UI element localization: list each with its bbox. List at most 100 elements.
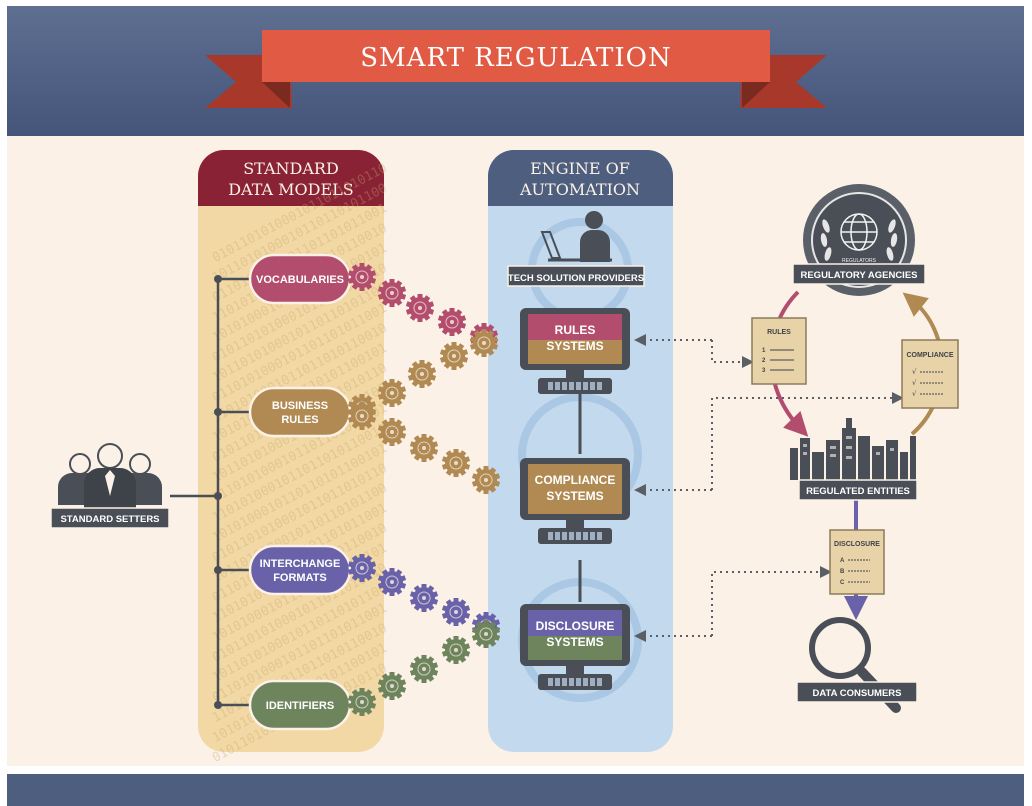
regulatory-agencies: REGULATORS REGULATORY AGENCIES bbox=[792, 184, 926, 296]
gear-icon bbox=[471, 620, 501, 648]
disclosure-document: DISCLOSURE A B C bbox=[829, 529, 885, 595]
regulated-entities: REGULATED ENTITIES bbox=[790, 418, 918, 501]
system-monitor-2: COMPLIANCE SYSTEMS bbox=[520, 458, 630, 544]
compliance-document-title: COMPLIANCE bbox=[906, 352, 953, 359]
seal-caption: REGULATORS bbox=[842, 258, 877, 264]
data-model-pill-2: BUSINESS RULES bbox=[248, 386, 352, 438]
data-model-pill-4: IDENTIFIERS bbox=[248, 679, 352, 731]
engine-header bbox=[488, 150, 673, 206]
standard-setters: STANDARD SETTERS bbox=[50, 443, 170, 529]
data-consumers-label: DATA CONSUMERS bbox=[812, 688, 901, 699]
city-skyline-icon bbox=[790, 418, 916, 480]
system-label: DISCLOSURE bbox=[536, 619, 615, 633]
regulated-entities-label: REGULATED ENTITIES bbox=[806, 486, 910, 497]
system-label: COMPLIANCE bbox=[535, 473, 616, 487]
rules-document-title: RULES bbox=[767, 329, 791, 336]
compliance-document: COMPLIANCE √ √ √ bbox=[901, 339, 959, 409]
regulatory-agencies-label: REGULATORY AGENCIES bbox=[800, 270, 917, 281]
gear-icon bbox=[347, 688, 377, 716]
tech-solution-provider-figure: TECH SOLUTION PROVIDERS bbox=[507, 211, 645, 287]
gear-icon bbox=[469, 329, 499, 357]
rules-document: RULES 1 2 3 bbox=[751, 317, 807, 385]
system-label: SYSTEMS bbox=[546, 489, 603, 503]
system-monitor-1: RULES SYSTEMS bbox=[520, 308, 630, 394]
systems-monitors: RULES SYSTEMS COMPLIANCE SYSTEMS DISCLOSURE S… bbox=[520, 308, 630, 690]
gear-chain-5 bbox=[347, 620, 501, 716]
people-group-icon bbox=[58, 443, 162, 508]
rules-document-item-2: 2 bbox=[762, 358, 766, 364]
gear-icon bbox=[441, 636, 471, 664]
regulatory-agencies-label-box bbox=[792, 263, 926, 285]
compliance-document-sheet bbox=[901, 339, 959, 409]
gear-icon bbox=[409, 655, 439, 683]
standard-setters-label-box bbox=[50, 507, 170, 529]
ribbon-band bbox=[262, 30, 770, 82]
pill-shape bbox=[248, 386, 352, 438]
gear-icon bbox=[407, 360, 437, 388]
data-model-label: BUSINESS bbox=[272, 400, 328, 412]
system-label: SYSTEMS bbox=[546, 339, 603, 353]
system-monitor-3: DISCLOSURE SYSTEMS bbox=[520, 604, 630, 690]
data-consumers: DATA CONSUMERS bbox=[796, 617, 918, 713]
data-consumers-label-box bbox=[796, 681, 918, 703]
data-model-label: RULES bbox=[281, 414, 318, 426]
person-at-laptop-icon bbox=[540, 211, 612, 262]
regulated-entities-label-box bbox=[798, 479, 918, 501]
data-model-label: VOCABULARIES bbox=[256, 274, 344, 286]
pill-shape bbox=[248, 544, 352, 596]
standard-setters-tree bbox=[170, 275, 250, 709]
tech-solution-providers-label-box bbox=[507, 265, 645, 287]
gear-icon bbox=[439, 342, 469, 370]
gear-icon bbox=[377, 279, 407, 307]
disclosure-document-item-c: C bbox=[840, 580, 845, 586]
monitor-stand bbox=[566, 370, 584, 378]
data-model-pill-1: VOCABULARIES bbox=[248, 253, 352, 305]
data-model-label: IDENTIFIERS bbox=[266, 700, 334, 712]
monitor-stand bbox=[566, 666, 584, 674]
rules-document-item-1: 1 bbox=[762, 348, 766, 354]
gear-icon bbox=[437, 308, 467, 336]
gear-icon bbox=[377, 418, 407, 446]
gear-icon bbox=[347, 402, 377, 430]
data-model-label: INTERCHANGE bbox=[260, 558, 341, 570]
gear-icon bbox=[409, 434, 439, 462]
monitor-stand bbox=[566, 520, 584, 528]
standard-setters-label: STANDARD SETTERS bbox=[60, 514, 159, 525]
gear-icon bbox=[377, 379, 407, 407]
data-models-title-line-2: DATA MODELS bbox=[228, 180, 354, 199]
compliance-document-check-3: √ bbox=[912, 390, 917, 398]
tech-solution-providers-label: TECH SOLUTION PROVIDERS bbox=[508, 273, 644, 284]
gear-icon bbox=[471, 466, 501, 494]
data-models-title-line-1: STANDARD bbox=[243, 159, 339, 178]
disclosure-document-item-b: B bbox=[840, 569, 845, 575]
engine-of-automation-column: ENGINE OF AUTOMATION bbox=[488, 150, 673, 752]
gear-icon bbox=[377, 672, 407, 700]
gear-icon bbox=[405, 294, 435, 322]
gear-icon bbox=[347, 263, 377, 291]
system-label: RULES bbox=[555, 323, 596, 337]
disclosure-document-item-a: A bbox=[840, 558, 845, 564]
engine-title-line-2: AUTOMATION bbox=[519, 180, 640, 199]
disclosure-document-title: DISCLOSURE bbox=[834, 541, 880, 548]
gear-chain-3 bbox=[347, 402, 501, 494]
gear-icon bbox=[441, 449, 471, 477]
system-label: SYSTEMS bbox=[546, 635, 603, 649]
rules-document-item-3: 3 bbox=[762, 368, 766, 374]
compliance-document-check-2: √ bbox=[912, 379, 917, 387]
gear-icon bbox=[441, 598, 471, 626]
gear-icon bbox=[409, 584, 439, 612]
disclosure-document-sheet bbox=[829, 529, 885, 595]
data-models-header bbox=[198, 150, 384, 206]
laurel-icon bbox=[820, 219, 898, 261]
title-ribbon: SMART REGULATION bbox=[205, 30, 827, 108]
gear-chains bbox=[347, 263, 501, 716]
standard-data-models-column: STANDARD DATA MODELS 0101101010001011011… bbox=[198, 150, 390, 766]
gear-icon bbox=[377, 568, 407, 596]
rules-document-sheet bbox=[751, 317, 807, 385]
footer-band bbox=[7, 774, 1024, 806]
dotted-connectors bbox=[634, 334, 904, 642]
compliance-document-check-1: √ bbox=[912, 368, 917, 376]
page-title: SMART REGULATION bbox=[360, 43, 671, 73]
